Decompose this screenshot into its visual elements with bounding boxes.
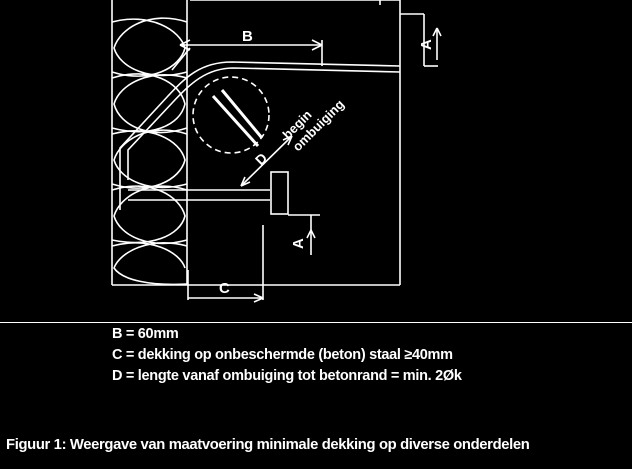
dimension-c xyxy=(187,270,264,303)
label-a-top: A xyxy=(418,39,435,50)
dimension-b xyxy=(171,39,323,71)
legend-b: B = 60mm xyxy=(112,326,179,342)
dimension-d xyxy=(240,135,293,187)
label-d: D xyxy=(252,150,270,168)
divider-line xyxy=(0,322,632,323)
figure-caption: Figuur 1: Weergave van maatvoering minim… xyxy=(6,437,530,453)
label-a-bottom: A xyxy=(290,238,307,249)
legend-c: C = dekking op onbeschermde (beton) staa… xyxy=(112,347,453,363)
bent-rebar xyxy=(119,61,401,210)
dimension-a-top xyxy=(400,13,442,67)
dimension-a-bottom xyxy=(262,214,320,300)
label-c: C xyxy=(219,280,230,297)
legend-d: D = lengte vanaf ombuiging tot betonrand… xyxy=(112,368,462,384)
label-b: B xyxy=(242,28,253,45)
bend-radius-circle xyxy=(192,76,270,154)
wall-outline xyxy=(112,0,401,286)
insulation-layer xyxy=(111,0,188,286)
anchor-plate xyxy=(270,171,289,215)
